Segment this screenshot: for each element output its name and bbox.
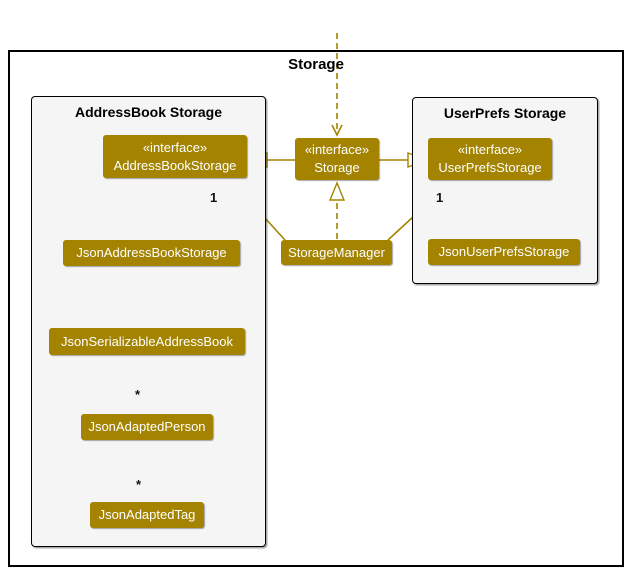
class-name: Storage xyxy=(314,160,360,175)
node-storagemanager: StorageManager xyxy=(281,240,392,265)
multiplicity-label: 1 xyxy=(210,190,218,205)
multiplicity-label: * xyxy=(136,477,142,492)
class-name: JsonAdaptedPerson xyxy=(88,419,206,435)
node-jsonadaptedperson: JsonAdaptedPerson xyxy=(81,414,213,440)
addressbook-storage-group-title: AddressBook Storage xyxy=(74,104,223,120)
class-name: JsonAdaptedTag xyxy=(98,507,196,523)
node-addressbookstorage-interface: «interface» AddressBookStorage xyxy=(103,135,247,178)
class-name: JsonUserPrefsStorage xyxy=(438,244,570,260)
class-name: AddressBookStorage xyxy=(113,157,237,173)
stereotype-label: «interface» xyxy=(142,139,208,155)
frame-title: Storage xyxy=(288,56,344,73)
node-jsonuserprefsstorage: JsonUserPrefsStorage xyxy=(428,239,580,265)
stereotype-label: «interface» xyxy=(457,142,523,158)
multiplicity-label: 1 xyxy=(436,190,444,205)
class-name: StorageManager xyxy=(288,244,385,260)
storage-component-frame: Storage xyxy=(8,50,624,567)
userprefs-storage-group-title: UserPrefs Storage xyxy=(443,105,567,121)
node-jsonaddressbookstorage: JsonAddressBookStorage xyxy=(63,240,240,266)
stereotype-label: «interface» xyxy=(304,142,370,158)
class-name: JsonAddressBookStorage xyxy=(76,245,227,261)
class-name: JsonSerializableAddressBook xyxy=(61,333,233,349)
node-userprefsstorage-interface: «interface» UserPrefsStorage xyxy=(428,138,552,180)
multiplicity-label: * xyxy=(135,387,141,402)
node-jsonserializableaddressbook: JsonSerializableAddressBook xyxy=(49,328,245,355)
class-name: UserPrefsStorage xyxy=(438,160,542,175)
node-jsonadaptedtag: JsonAdaptedTag xyxy=(90,502,204,528)
node-storage-interface: «interface» Storage xyxy=(295,138,379,180)
